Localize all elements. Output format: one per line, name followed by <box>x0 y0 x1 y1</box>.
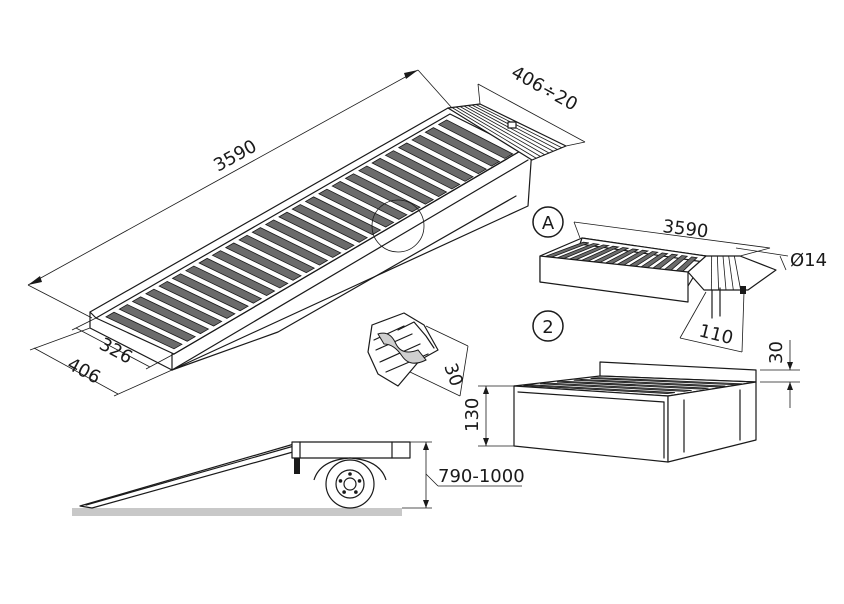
ramp-slat <box>184 265 263 304</box>
ramp-slat <box>131 296 210 335</box>
variant-a-lip-groove <box>728 255 734 291</box>
ground <box>72 508 402 516</box>
ramp-slat <box>145 288 223 327</box>
ramp-slat <box>437 119 514 159</box>
detail-circle <box>371 199 425 253</box>
ramp-slat <box>358 165 435 205</box>
ramp-slat <box>198 257 276 297</box>
dim-pin-diameter: Ø14 <box>790 250 827 271</box>
ramp-slat <box>171 273 249 312</box>
ramp-slat <box>371 157 448 198</box>
ramp-slat <box>278 211 355 251</box>
wheel-bolt <box>354 490 358 494</box>
variant-a-lip-groove <box>716 255 720 291</box>
dim-lip-width: 406÷20 <box>508 62 581 115</box>
lip-groove <box>459 106 545 156</box>
lip-groove <box>475 104 562 149</box>
ramp-slats <box>105 119 514 350</box>
variant-a-lip-groove <box>722 255 727 291</box>
lip-groove <box>455 106 541 157</box>
side-view: 790-1000 <box>72 441 525 516</box>
ramp-slat <box>411 134 488 175</box>
main-ramp <box>89 103 567 371</box>
dim-lip-depth: 110 <box>697 320 735 349</box>
ramp-slat <box>118 304 197 342</box>
variant-a-marker: A <box>542 213 555 234</box>
ramp-slat <box>424 127 501 167</box>
dim-variant-2-side: 130 <box>462 398 483 432</box>
ramp-slat <box>224 242 302 281</box>
ramp-slat <box>251 227 329 266</box>
ramp-slat <box>105 311 183 350</box>
dim-loading-height: 790-1000 <box>438 466 525 487</box>
variant-2-slat <box>573 379 726 388</box>
variant-2-marker: 2 <box>542 317 553 338</box>
ramp-slat <box>331 181 408 220</box>
ramp-slat <box>397 142 474 182</box>
wheel-bolt <box>338 479 343 483</box>
ramp-slat <box>264 219 342 258</box>
dim-variant-a-length: 3590 <box>661 216 709 242</box>
variant-2-slat <box>556 380 709 390</box>
ramp-slat <box>158 281 236 319</box>
variant-2: 2 30 130 <box>462 310 800 463</box>
wheel-bolt <box>342 490 346 494</box>
dim-profile-height: 30 <box>439 361 467 390</box>
variant-a: A 3590 Ø14 110 <box>532 206 827 353</box>
variant-2-slats <box>523 377 743 394</box>
lip-groove <box>463 105 550 154</box>
ramp-slat <box>304 196 382 236</box>
profile-detail: 30 <box>367 312 469 397</box>
lip-groove <box>451 107 537 159</box>
wheel-bolt <box>357 479 362 483</box>
ramp-slat <box>291 204 369 243</box>
lip-lines <box>451 104 562 159</box>
variant-2-slat <box>523 384 675 394</box>
variant-a-lip-groove <box>733 255 742 291</box>
ramp-slat <box>384 150 461 190</box>
ramp-slat <box>318 188 395 228</box>
wheel-bolt <box>348 472 352 476</box>
ramp-slat <box>238 234 316 274</box>
dim-variant-2-height: 30 <box>766 341 787 364</box>
variant-2-slat <box>540 382 692 392</box>
ramp-slat <box>211 250 289 289</box>
ramp-slat <box>344 173 421 213</box>
